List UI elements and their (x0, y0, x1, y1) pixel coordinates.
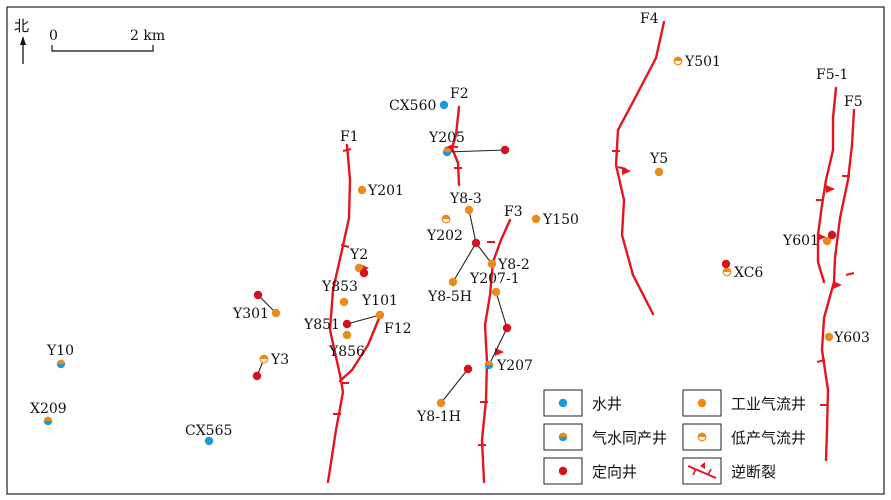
directional-point (827, 230, 837, 240)
fault-labels: F1 F2 F3 F4 F5-1 F5 F12 (340, 11, 863, 337)
well-label-x209: X209 (30, 401, 67, 417)
legend-item-low-gas: 低产气流井 (682, 423, 806, 451)
scale-end-label: 2 km (130, 28, 165, 44)
legend-label-fault: 逆断裂 (731, 463, 776, 481)
well-label-y856: Y856 (328, 344, 365, 360)
map-frame (6, 6, 885, 495)
well-y851 (342, 319, 352, 329)
fault-label-f4: F4 (640, 11, 659, 27)
fault-label-f5-1: F5-1 (816, 67, 848, 83)
legend: 水井 工业气流井 气水同产井 低产气流井 定向井 (543, 389, 806, 485)
well-y8-5h (448, 277, 458, 287)
legend-item-industrial: 工业气流井 (682, 389, 806, 417)
well-y8-3 (464, 205, 474, 215)
well-y301 (271, 308, 281, 318)
well-label-y851: Y851 (303, 317, 340, 333)
well-label-y5: Y5 (649, 151, 668, 167)
fault-f3 (478, 218, 512, 484)
well-y853 (339, 297, 349, 307)
legend-label-industrial: 工业气流井 (731, 395, 806, 413)
well-y5 (654, 167, 664, 177)
directional-point (253, 290, 263, 300)
well-label-y8-2: Y8-2 (497, 257, 530, 273)
directional-point (502, 323, 512, 333)
legend-item-directional: 定向井 (543, 457, 637, 485)
well-labels: CX560 Y205 Y201 Y8-3 Y202 Y150 Y2 Y8-2 Y… (30, 54, 870, 439)
well-y501 (673, 56, 683, 66)
well-label-y8-1h: Y8-1H (416, 409, 461, 425)
legend-label-water: 水井 (592, 395, 622, 413)
well-y3 (259, 354, 269, 364)
well-label-y10: Y10 (46, 343, 74, 359)
well-label-xc6: XC6 (734, 265, 763, 281)
faults (326, 20, 856, 484)
well-label-y8-5h: Y8-5H (427, 289, 472, 305)
well-xc6 (722, 267, 732, 277)
north-label: 北 (14, 17, 29, 35)
directional-point (471, 238, 481, 248)
well-label-y501: Y501 (684, 54, 721, 70)
well-label-y8-3: Y8-3 (449, 191, 482, 207)
fault-f5-1 (816, 86, 838, 284)
well-y205 (442, 147, 452, 157)
well-cx560 (439, 100, 449, 110)
well-label-y3: Y3 (270, 352, 289, 368)
directional-point (252, 371, 262, 381)
well-label-y207-1: Y207-1 (469, 271, 520, 287)
legend-item-water: 水井 (543, 389, 622, 417)
fault-label-f2: F2 (450, 86, 469, 102)
well-label-y201: Y201 (367, 183, 404, 199)
well-y201 (357, 185, 367, 195)
well-y603 (824, 332, 834, 342)
well-label-y853: Y853 (321, 279, 358, 295)
well-y10 (56, 359, 66, 369)
well-label-cx565: CX565 (185, 423, 232, 439)
well-x209 (43, 416, 53, 426)
well-label-y207: Y207 (496, 358, 533, 374)
scale-bar: 0 2 km (49, 28, 165, 52)
well-y150 (531, 214, 541, 224)
well-label-y601: Y601 (782, 233, 819, 249)
scale-start-label: 0 (49, 28, 58, 44)
well-cx565 (204, 436, 214, 446)
directional-point (500, 145, 510, 155)
legend-label-low-gas: 低产气流井 (731, 429, 806, 447)
well-y101 (375, 310, 385, 320)
well-label-y205: Y205 (428, 130, 465, 146)
fault-f12 (338, 314, 382, 383)
well-y202 (441, 214, 451, 224)
directional-point (359, 268, 369, 278)
north-arrow: 北 (14, 17, 29, 64)
well-label-y101: Y101 (361, 293, 398, 309)
well-label-y301: Y301 (232, 306, 269, 322)
well-y856 (342, 330, 352, 340)
legend-label-directional: 定向井 (592, 463, 637, 481)
directional-point (721, 259, 731, 269)
well-y207 (484, 360, 494, 370)
legend-label-gas-water: 气水同产井 (592, 429, 667, 447)
legend-item-gas-water: 气水同产井 (543, 423, 667, 451)
fault-label-f12: F12 (384, 321, 412, 337)
fault-label-f5: F5 (844, 94, 863, 110)
well-label-y603: Y603 (833, 330, 870, 346)
well-label-y2: Y2 (349, 247, 368, 263)
well-label-y150: Y150 (542, 212, 579, 228)
well-y8-2 (487, 259, 497, 269)
fault-label-f3: F3 (504, 204, 523, 220)
well-label-cx560: CX560 (389, 98, 436, 114)
well-y8-1h (436, 398, 446, 408)
well-y601 (822, 236, 832, 246)
fault-f1 (326, 143, 352, 484)
fault-label-f1: F1 (340, 129, 359, 145)
wells (43, 56, 837, 446)
well-y207-1 (491, 287, 501, 297)
legend-item-fault: 逆断裂 (682, 457, 776, 485)
directional-point (463, 364, 473, 374)
well-label-y202: Y202 (426, 228, 463, 244)
